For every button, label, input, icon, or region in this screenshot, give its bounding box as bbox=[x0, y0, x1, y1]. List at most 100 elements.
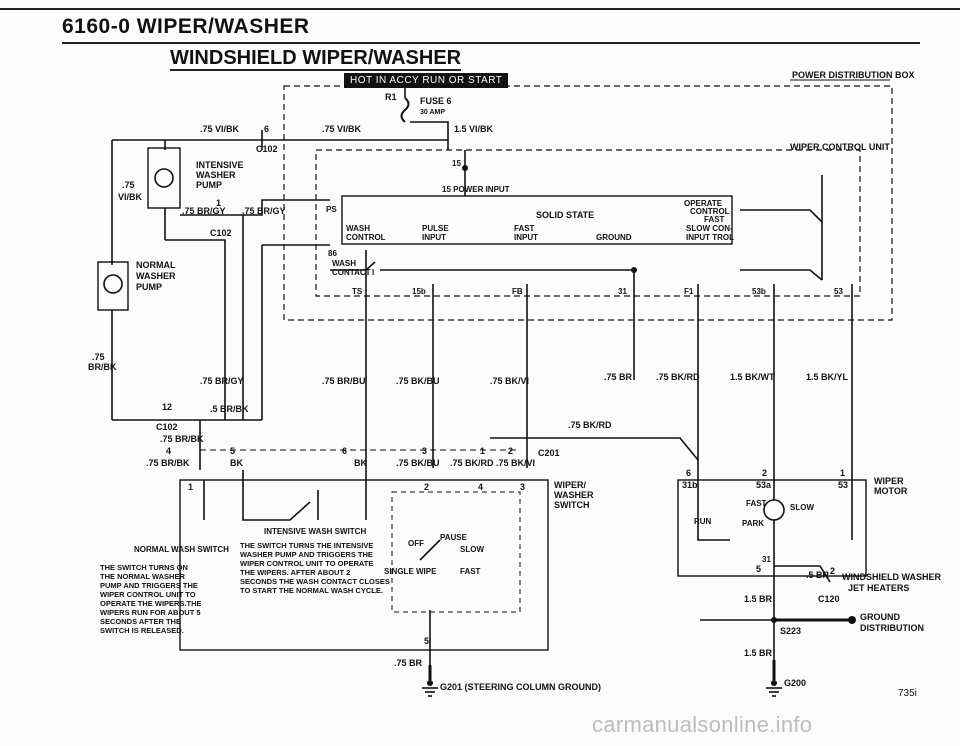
label-wash-contact-1: WASH bbox=[332, 259, 356, 268]
label-5br: .5 BR bbox=[806, 570, 830, 580]
wiper-washer-switch bbox=[179, 479, 549, 651]
wiper-control-unit bbox=[315, 149, 861, 297]
label-t-53b: 53b bbox=[752, 287, 766, 296]
label-bkwt: 1.5 BK/WT bbox=[730, 372, 775, 382]
label-wws-1: WIPER/ bbox=[554, 480, 587, 490]
label-wash-contact-2: CONTACT bbox=[332, 268, 371, 277]
label-off: OFF bbox=[408, 539, 424, 548]
label-t15: 15 bbox=[452, 159, 461, 168]
solid-state-module bbox=[341, 195, 733, 245]
label-m2b: 2 bbox=[830, 566, 835, 576]
label-operate: OPERATE bbox=[684, 199, 723, 208]
splice-dots bbox=[427, 165, 856, 686]
note1-line6: TO START THE NORMAL WASH CYCLE. bbox=[240, 586, 383, 595]
label-brbk-c: .75 BR/BK bbox=[160, 434, 204, 444]
label-bk-a: BK bbox=[230, 458, 243, 468]
label-m2: 2 bbox=[762, 468, 767, 478]
label-m6: 6 bbox=[686, 468, 691, 478]
label-int-washer-1: INTENSIVE bbox=[196, 160, 244, 170]
label-pin1-mid: 1 bbox=[216, 198, 221, 208]
label-pin6-b: 6 bbox=[342, 446, 347, 456]
normal-pump-motor-icon bbox=[103, 274, 123, 294]
note2-line3: PUMP AND TRIGGERS THE bbox=[100, 581, 198, 590]
label-bkbu: .75 BK/BU bbox=[396, 376, 440, 386]
label-bkbu-b: .75 BK/BU bbox=[396, 458, 440, 468]
label-m53: 53 bbox=[838, 480, 848, 490]
page-number: 735i bbox=[898, 688, 917, 699]
label-fast-sw: FAST bbox=[460, 567, 481, 576]
watermark: carmanualsonline.info bbox=[592, 712, 813, 737]
diagram-labels: POWER DISTRIBUTION BOX R1 FUSE 6 30 AMP … bbox=[88, 70, 942, 692]
label-int-washer-3: PUMP bbox=[196, 180, 222, 190]
wiper-motor-icon bbox=[763, 499, 785, 521]
label-sw5: 5 bbox=[424, 636, 429, 646]
intensive-washer-pump bbox=[147, 147, 181, 209]
label-pin4: 4 bbox=[166, 446, 171, 456]
diagram-title: WINDSHIELD WIPER/WASHER bbox=[170, 47, 462, 71]
power-distribution-box bbox=[283, 85, 893, 321]
label-wire-3: 1.5 VI/BK bbox=[454, 124, 494, 134]
label-t-31: 31 bbox=[618, 287, 627, 296]
label-s223: S223 bbox=[780, 626, 801, 636]
note2-line8: SWITCH IS RELEASED. bbox=[100, 626, 184, 635]
note1-line1: THE SWITCH TURNS THE INTENSIVE bbox=[240, 541, 373, 550]
ground-symbols bbox=[422, 687, 782, 697]
label-brgy-a: .75 BR/GY bbox=[182, 206, 226, 216]
label-wash-control-1: WASH bbox=[346, 224, 370, 233]
label-t-f1: F1 bbox=[684, 287, 694, 296]
note2-line6: WIPERS RUN FOR ABOUT 5 bbox=[100, 608, 201, 617]
label-bkrd-b: .75 BK/RD bbox=[450, 458, 494, 468]
label-bk-b: BK bbox=[354, 458, 367, 468]
label-brbk-2: BR/BK bbox=[88, 362, 117, 372]
label-wire-1: .75 VI/BK bbox=[200, 124, 240, 134]
normal-washer-pump bbox=[97, 261, 129, 311]
wiper-motor-box bbox=[677, 479, 867, 577]
label-15br-a: 1.5 BR bbox=[744, 594, 773, 604]
label-wws-2: WASHER bbox=[554, 490, 594, 500]
label-c120: C120 bbox=[818, 594, 840, 604]
label-fuse: FUSE 6 bbox=[420, 96, 452, 106]
wire-lines bbox=[97, 79, 893, 680]
label-bkyl: 1.5 BK/YL bbox=[806, 372, 849, 382]
label-sw1: 1 bbox=[188, 482, 193, 492]
label-r1: R1 bbox=[385, 92, 397, 102]
top-rule bbox=[0, 8, 960, 10]
label-g201: G201 (STEERING COLUMN GROUND) bbox=[440, 682, 601, 692]
label-brgy-b: .75 BR/GY bbox=[242, 206, 286, 216]
label-int-washer-2: WASHER bbox=[196, 170, 236, 180]
label-c102-mid: C102 bbox=[210, 228, 232, 238]
label-slow-sw: SLOW bbox=[460, 545, 484, 554]
label-park: PARK bbox=[742, 519, 764, 528]
label-int-wash-sw: INTENSIVE WASH SWITCH bbox=[264, 527, 366, 536]
label-bkvi-b: .75 BK/VI bbox=[496, 458, 535, 468]
label-sw3: 3 bbox=[520, 482, 525, 492]
label-m-slow: SLOW bbox=[790, 503, 814, 512]
label-c201: C201 bbox=[538, 448, 560, 458]
label-brbk-d: .75 BR/BK bbox=[146, 458, 190, 468]
label-bkvi: .75 BK/VI bbox=[490, 376, 529, 386]
label-g200: G200 bbox=[784, 678, 806, 688]
label-fuse-amp: 30 AMP bbox=[420, 109, 445, 116]
label-pin1-b: 1 bbox=[480, 446, 485, 456]
label-br: .75 BR bbox=[604, 372, 633, 382]
label-norm-washer-1: NORMAL bbox=[136, 260, 176, 270]
label-run: RUN bbox=[694, 517, 712, 526]
label-pin2: 2 bbox=[508, 446, 513, 456]
label-pause: PAUSE bbox=[440, 533, 468, 542]
label-gnd-dist-2: DISTRIBUTION bbox=[860, 623, 924, 633]
note2-line7: SECONDS AFTER THE bbox=[100, 617, 181, 626]
label-fast: FAST bbox=[704, 215, 725, 224]
label-pin5: 5 bbox=[230, 446, 235, 456]
label-slow-con: SLOW CON- bbox=[686, 224, 733, 233]
label-m5: 5 bbox=[756, 564, 761, 574]
label-sw2: 2 bbox=[424, 482, 429, 492]
label-t86: 86 bbox=[328, 249, 337, 258]
label-t-i: I bbox=[372, 268, 374, 277]
label-norm-washer-3: PUMP bbox=[136, 282, 162, 292]
label-pin12: 12 bbox=[162, 402, 172, 412]
label-c102-low: C102 bbox=[156, 422, 178, 432]
label-ps: PS bbox=[326, 205, 337, 214]
label-wjh-1: WINDSHIELD WASHER bbox=[842, 572, 942, 582]
note2-line2: THE NORMAL WASHER bbox=[100, 572, 185, 581]
